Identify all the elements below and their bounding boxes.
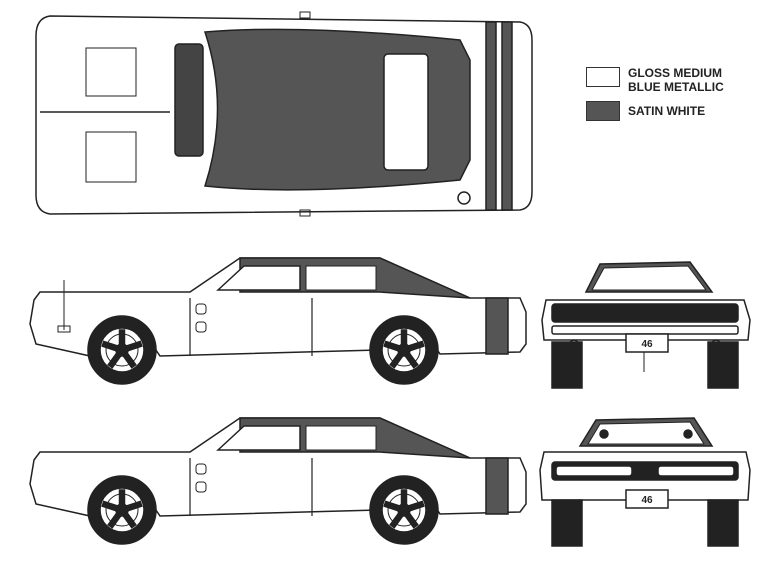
front-view bbox=[541, 261, 751, 389]
top-view-fuel-cap bbox=[457, 191, 471, 205]
front-plate bbox=[625, 333, 669, 353]
rear-plate-text: 46 bbox=[641, 495, 653, 506]
side-rear-stripe bbox=[485, 297, 509, 355]
side-view-upper bbox=[29, 257, 527, 385]
paint-legend: GLOSS MEDIUM BLUE METALLIC SATIN WHITE bbox=[586, 66, 756, 121]
rear-view bbox=[539, 417, 751, 547]
front-plate-text: 46 bbox=[641, 339, 653, 350]
legend-item-satin: SATIN WHITE bbox=[586, 100, 705, 121]
front-grille bbox=[551, 303, 739, 323]
side-front-wheel bbox=[87, 315, 157, 385]
top-view-vinyl-roof bbox=[203, 28, 471, 191]
top-view-stripe-a bbox=[485, 21, 497, 211]
side-view-lower bbox=[29, 417, 527, 545]
legend-swatch-satin bbox=[586, 101, 620, 121]
legend-label-gloss: GLOSS MEDIUM BLUE METALLIC bbox=[628, 66, 724, 94]
rear-plate bbox=[625, 489, 669, 509]
top-view bbox=[35, 11, 533, 217]
side-window bbox=[216, 265, 301, 291]
top-view-windshield bbox=[174, 43, 204, 157]
side-rear-wheel bbox=[369, 315, 439, 385]
top-view-stripe-b bbox=[501, 21, 513, 211]
legend-label-satin: SATIN WHITE bbox=[628, 104, 706, 118]
top-view-rear-window bbox=[383, 53, 429, 171]
legend-item-gloss: GLOSS MEDIUM BLUE METALLIC bbox=[586, 66, 756, 94]
legend-swatch-gloss bbox=[586, 67, 620, 87]
